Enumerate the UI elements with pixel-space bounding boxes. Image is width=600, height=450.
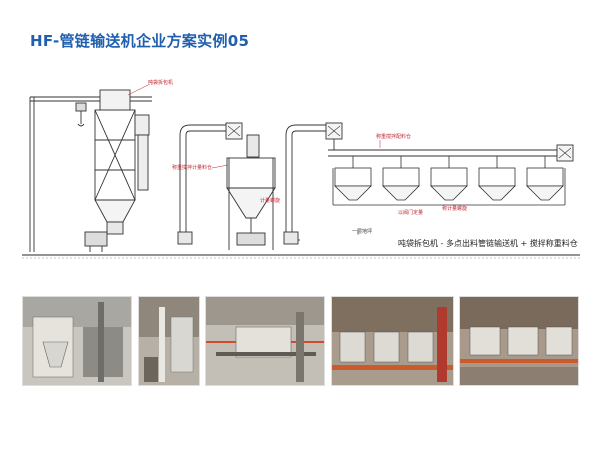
label-scale-screw: 称计量螺旋 xyxy=(442,205,467,212)
photo-3 xyxy=(205,296,325,386)
label-mid-note: 以阀门定量 xyxy=(398,209,423,216)
pointer-unloader xyxy=(127,83,151,96)
conveyor-loop-1 xyxy=(177,122,243,245)
photo-4 xyxy=(331,296,454,386)
photo-2 xyxy=(138,296,200,386)
conveyor-loop-2 xyxy=(283,122,574,245)
label-feeder: 计量螺旋 xyxy=(260,197,280,204)
weighing-bin-1 xyxy=(226,134,276,250)
label-bag-unloader: 吨袋拆包机 xyxy=(148,79,173,86)
label-weigh-bin-right: 称重搅拌配料仓 xyxy=(376,133,411,140)
photo-strip xyxy=(0,296,600,386)
label-ground: 一层地坪 xyxy=(352,228,372,235)
bag-unloader-frame xyxy=(29,89,152,252)
diagram-caption: 吨袋拆包机 - 多点出料管链输送机 + 搅拌称重料仓 xyxy=(398,239,578,248)
mixing-bins xyxy=(332,156,566,206)
page-title: HF-管链输送机企业方案实例05 xyxy=(30,32,250,50)
process-diagram: 吨袋拆包机 称重搅拌计量料仓 计量螺旋 xyxy=(22,79,580,259)
label-weigh-bin-left: 称重搅拌计量料仓 xyxy=(172,164,212,171)
photo-1 xyxy=(22,296,132,386)
photo-5 xyxy=(459,296,579,386)
diagram-svg: 吨袋拆包机 称重搅拌计量料仓 计量螺旋 xyxy=(22,79,580,259)
